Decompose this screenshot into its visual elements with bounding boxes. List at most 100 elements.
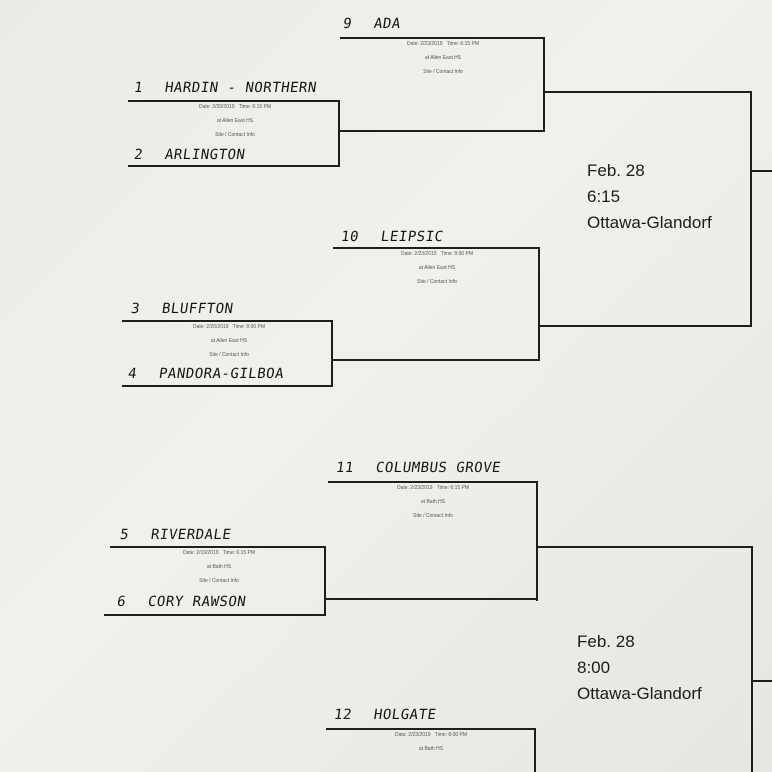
seed-number: 12	[332, 707, 353, 723]
game-date: Date: 2/19/2019	[182, 550, 219, 556]
game-time: Time: 8:00 PM	[232, 324, 266, 330]
seed-number: 6	[115, 594, 128, 610]
seed-number: 11	[334, 460, 355, 476]
team-slot-riverdale: 5 RIVERDALE	[119, 527, 233, 543]
semifinal-date: Feb. 28	[577, 632, 635, 651]
bracket-line	[331, 320, 333, 387]
game-info-2: Date: 2/20/2019 Time: 8:00 PM at Allen E…	[134, 320, 324, 362]
bracket-line	[340, 37, 545, 39]
game-date: Date: 2/20/2019	[198, 104, 235, 110]
semifinal-site: Ottawa-Glandorf	[587, 213, 712, 232]
game-site: at Bath HS	[206, 564, 232, 570]
game-info-12: Date: 2/23/2019 Time: 8:00 PM at Bath HS	[336, 728, 526, 756]
bracket-line	[538, 247, 540, 361]
team-slot-pandora-gilboa: 4 PANDORA-GILBOA	[127, 366, 285, 382]
game-date: Date: 2/23/2019	[400, 251, 437, 257]
team-name: ARLINGTON	[163, 147, 247, 163]
seed-number: 5	[118, 527, 131, 543]
semifinal-site: Ottawa-Glandorf	[577, 684, 702, 703]
game-date: Date: 2/23/2019	[394, 732, 431, 738]
game-site: at Allen East HS	[216, 118, 254, 124]
game-info-3: Date: 2/19/2019 Time: 6:15 PM at Bath HS…	[124, 546, 314, 588]
seed-number: 2	[132, 147, 145, 163]
game-date: Date: 2/20/2019	[192, 324, 229, 330]
seed-number: 4	[126, 366, 139, 382]
game-time: Time: 8:00 PM	[434, 732, 468, 738]
bracket-line	[326, 728, 536, 730]
bracket-line	[324, 598, 538, 600]
game-time: Time: 8:00 PM	[440, 251, 474, 257]
game-site: at Allen East HS	[418, 265, 456, 271]
game-info-10: Date: 2/23/2019 Time: 8:00 PM at Allen E…	[342, 247, 532, 289]
team-slot-holgate: 12 HOLGATE	[333, 707, 438, 723]
seed-number: 3	[129, 301, 142, 317]
team-name: COLUMBUS GROVE	[374, 460, 502, 476]
bracket-line	[324, 546, 326, 616]
bracket-line	[543, 37, 545, 132]
semifinal-date: Feb. 28	[587, 161, 645, 180]
team-slot-cory-rawson: 6 CORY RAWSON	[116, 594, 247, 610]
game-date: Date: 2/23/2019	[406, 41, 443, 47]
bracket-line	[534, 728, 536, 772]
team-slot-columbus-grove: 11 COLUMBUS GROVE	[335, 460, 502, 476]
bracket-line	[536, 546, 753, 548]
game-date: Date: 2/23/2019	[396, 485, 433, 491]
bracket-line	[328, 481, 538, 483]
team-slot-hardin-northern: 1 HARDIN - NORTHERN	[133, 80, 318, 96]
game-contact: Site / Contact Info	[199, 578, 239, 584]
team-name: HOLGATE	[372, 707, 438, 723]
bracket-line	[128, 165, 340, 167]
bracket-line	[333, 247, 540, 249]
bracket-line	[338, 130, 545, 132]
game-contact: Site / Contact Info	[209, 352, 249, 358]
bracket-line	[122, 320, 333, 322]
bracket-line	[110, 546, 326, 548]
team-name: PANDORA-GILBOA	[157, 366, 286, 382]
team-slot-arlington: 2 ARLINGTON	[133, 147, 247, 163]
bracket-line	[338, 100, 340, 167]
game-site: at Bath HS	[418, 746, 444, 752]
team-slot-bluffton: 3 BLUFFTON	[130, 301, 235, 317]
team-name: HARDIN - NORTHERN	[163, 80, 318, 96]
game-info-9: Date: 2/23/2019 Time: 6:15 PM at Allen E…	[348, 37, 538, 79]
semifinal-info-1: Feb. 28 6:15 Ottawa-Glandorf	[587, 158, 712, 236]
team-slot-ada: 9 ADA	[342, 16, 402, 32]
team-name: RIVERDALE	[149, 527, 233, 543]
game-time: Time: 6:15 PM	[446, 41, 480, 47]
game-site: at Allen East HS	[424, 55, 462, 61]
game-contact: Site / Contact Info	[215, 132, 255, 138]
seed-number: 10	[339, 229, 360, 245]
game-contact: Site / Contact Info	[417, 279, 457, 285]
game-contact: Site / Contact Info	[423, 69, 463, 75]
team-name: ADA	[372, 16, 402, 32]
bracket-line	[538, 325, 752, 327]
bracket-line	[750, 91, 752, 327]
semifinal-time: 8:00	[577, 658, 611, 677]
bracket-line	[751, 546, 753, 772]
team-name: LEIPSIC	[379, 229, 445, 245]
game-time: Time: 6:15 PM	[436, 485, 470, 491]
bracket-line	[751, 680, 772, 682]
bracket-line	[331, 359, 540, 361]
bracket-line	[543, 91, 751, 93]
team-name: CORY RAWSON	[146, 594, 248, 610]
game-contact: Site / Contact Info	[413, 513, 453, 519]
game-info-11: Date: 2/23/2019 Time: 6:15 PM at Bath HS…	[338, 481, 528, 523]
bracket-line	[536, 481, 538, 601]
team-slot-leipsic: 10 LEIPSIC	[340, 229, 445, 245]
bracket-line	[104, 614, 326, 616]
semifinal-info-2: Feb. 28 8:00 Ottawa-Glandorf	[577, 629, 702, 707]
seed-number: 9	[341, 16, 354, 32]
bracket-line	[122, 385, 333, 387]
team-name: BLUFFTON	[160, 301, 235, 317]
game-site: at Bath HS	[420, 499, 446, 505]
game-info-1: Date: 2/20/2019 Time: 6:15 PM at Allen E…	[140, 100, 330, 142]
game-time: Time: 6:15 PM	[238, 104, 272, 110]
seed-number: 1	[132, 80, 145, 96]
bracket-line	[128, 100, 340, 102]
game-site: at Allen East HS	[210, 338, 248, 344]
semifinal-time: 6:15	[587, 187, 621, 206]
game-time: Time: 6:15 PM	[222, 550, 256, 556]
bracket-line	[750, 170, 772, 172]
